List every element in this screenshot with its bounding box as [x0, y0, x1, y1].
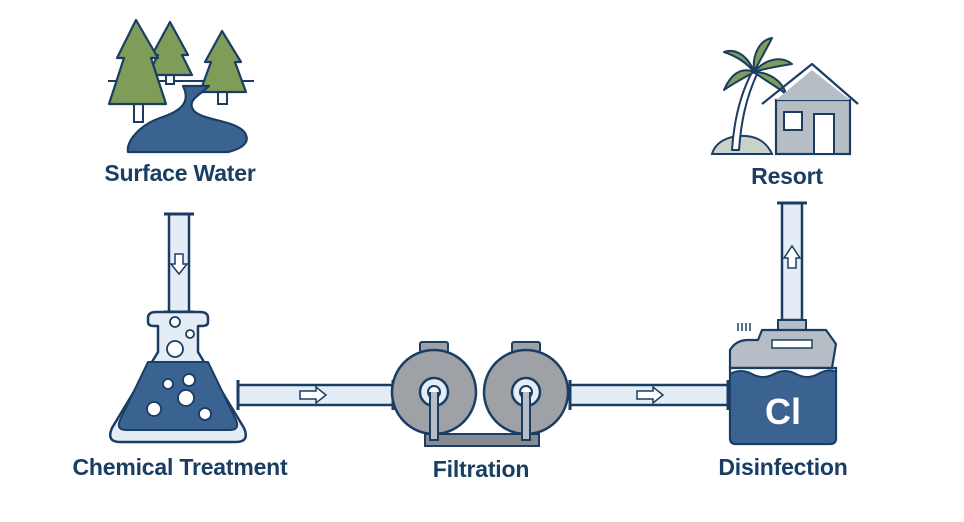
flow-arrow-icon: [299, 385, 328, 405]
stage-label-surface-water: Surface Water: [104, 160, 256, 186]
resort-house-icon: [710, 37, 859, 156]
bubble: [182, 373, 196, 387]
pipe-disinfection-to-resort: [777, 201, 807, 322]
bubble: [162, 378, 174, 390]
bubble: [169, 316, 181, 328]
stage-label-filtration: Filtration: [432, 456, 530, 482]
forest-river-icon: [107, 18, 254, 154]
bubble: [198, 407, 212, 421]
flow-arrow-icon: [636, 385, 665, 405]
stage-label-disinfection: Disinfection: [718, 454, 848, 480]
stage-label-resort: Resort: [751, 163, 823, 189]
filter-pumps-icon: [390, 341, 570, 447]
bubble: [146, 401, 162, 417]
pipe-filtration-to-disinfection: [568, 380, 730, 410]
chlorine-tank-icon: Cl: [728, 319, 838, 446]
pipe-surface-to-chemical: [164, 212, 194, 314]
bubble: [166, 340, 184, 358]
stage-label-chemical-treatment: Chemical Treatment: [72, 454, 288, 480]
bubble: [185, 329, 195, 339]
chlorine-symbol: Cl: [765, 391, 801, 432]
pipe-chemical-to-filtration: [236, 380, 395, 410]
flow-arrow-icon: [169, 253, 189, 276]
flow-arrow-icon: [782, 244, 802, 269]
bubble: [177, 389, 195, 407]
flask-icon: [109, 310, 247, 444]
